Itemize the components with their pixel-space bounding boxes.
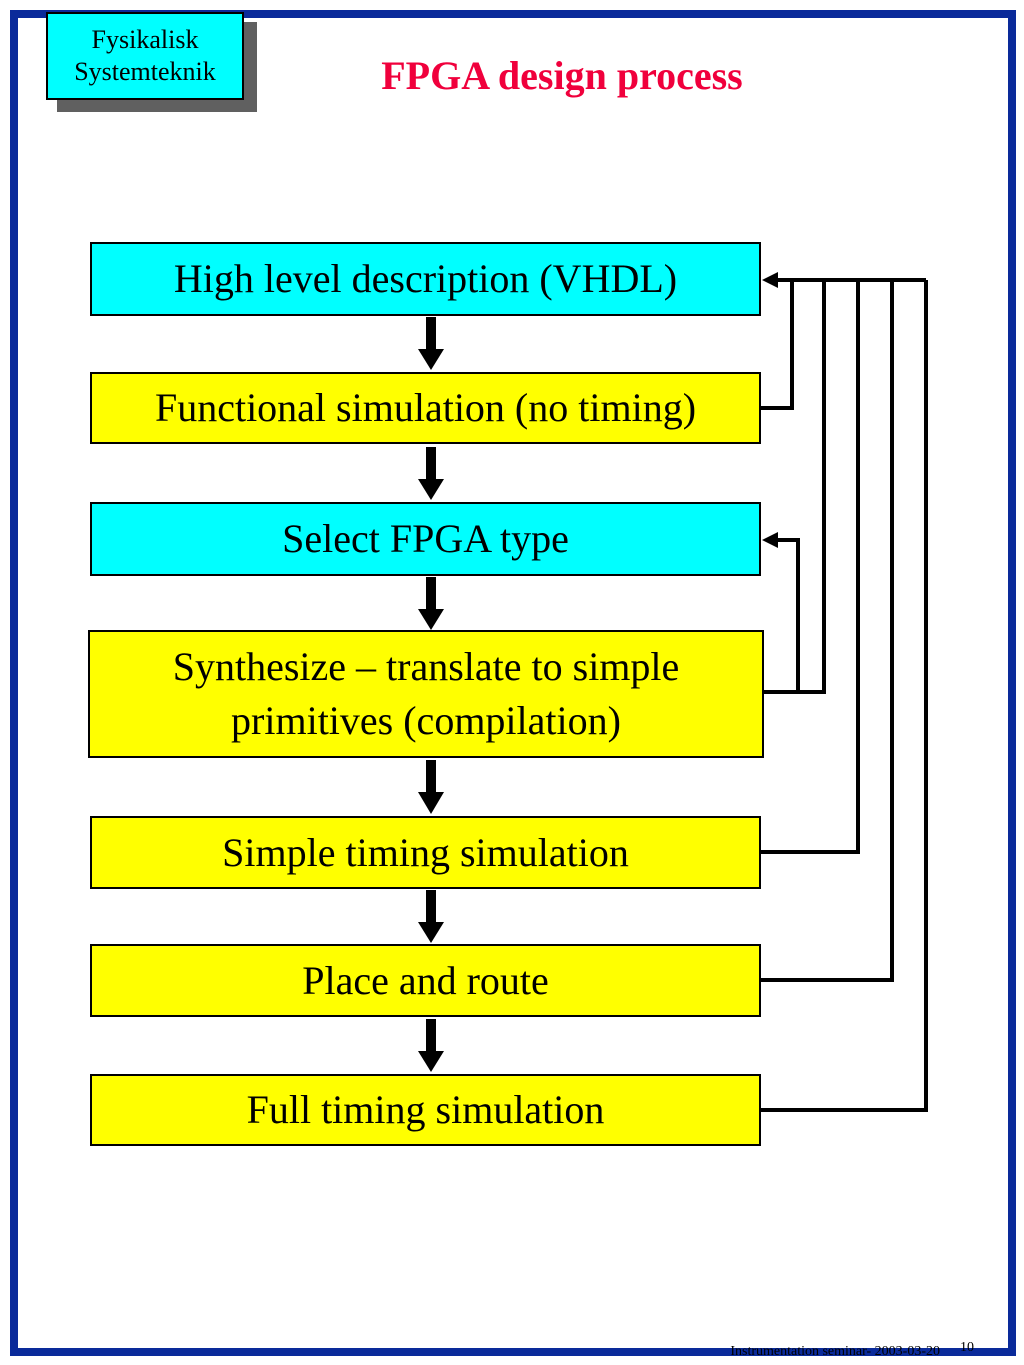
footer-text: Instrumentation seminar- 2003-03-20 [730,1344,940,1359]
step-synthesize: Synthesize – translate to simple primiti… [88,630,764,758]
logo-line-2: Systemteknik [74,57,216,86]
step-place-and-route: Place and route [90,944,761,1017]
logo-line-1: Fysikalisk [91,25,199,54]
step-select-fpga-type: Select FPGA type [90,502,761,576]
slide-border [10,10,1016,1356]
page-number: 10 [960,1340,974,1355]
step-functional-simulation: Functional simulation (no timing) [90,372,761,444]
step-full-timing-simulation: Full timing simulation [90,1074,761,1146]
slide-title: FPGA design process [381,53,743,98]
step-high-level-description: High level description (VHDL) [90,242,761,316]
step-simple-timing-simulation: Simple timing simulation [90,816,761,889]
department-logo-box: Fysikalisk Systemteknik [46,12,244,100]
